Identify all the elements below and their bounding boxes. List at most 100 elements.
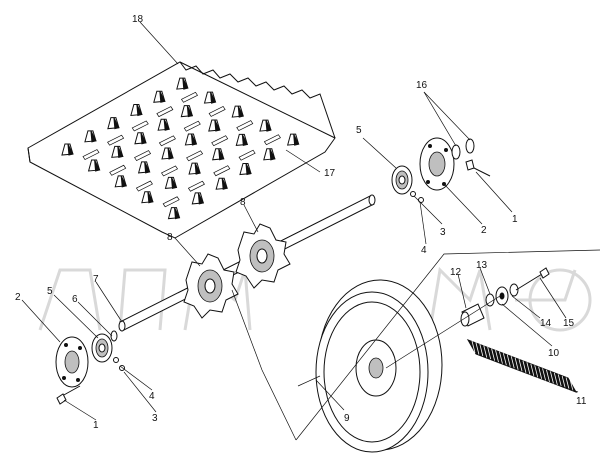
track-stud-shade — [265, 119, 272, 132]
belt-rib — [471, 340, 476, 354]
belt-rib — [487, 346, 492, 360]
belt-ribs — [471, 340, 574, 392]
axle-bolt — [515, 267, 550, 291]
track-slot — [208, 106, 226, 117]
track-slot — [180, 91, 199, 103]
left-fastener-bolt — [56, 385, 81, 405]
belt-rib — [479, 343, 484, 357]
belt-rib — [483, 345, 488, 358]
track-stud-shade — [159, 91, 166, 103]
belt-rib — [561, 375, 566, 389]
belt-rib — [569, 378, 574, 392]
callout-15: 15 — [563, 318, 575, 329]
callout-7: 7 — [93, 274, 99, 285]
belt-rib — [546, 369, 550, 382]
belt-rib — [506, 354, 511, 367]
track-stud-shade — [214, 119, 221, 132]
track-mat — [27, 61, 336, 239]
track-slot — [187, 180, 205, 192]
spacer-bushing — [460, 303, 485, 327]
right-bearing — [391, 165, 413, 195]
track-stud-shade — [173, 207, 181, 220]
right-washer-nut — [410, 191, 424, 203]
right-retainer-rings — [451, 138, 475, 160]
callout-3-right: 3 — [440, 227, 446, 238]
belt-rib — [538, 366, 543, 379]
callout-12: 12 — [450, 267, 462, 278]
callout-4-left: 4 — [149, 391, 155, 402]
belt-rib — [475, 342, 480, 355]
track-slot — [131, 120, 149, 132]
belt-rib — [550, 371, 554, 384]
callout-13: 13 — [476, 260, 488, 271]
track-slot — [211, 135, 229, 147]
callout-2-right: 2 — [481, 225, 487, 236]
track-stud-shade — [182, 77, 189, 90]
callout-labels: 18 17 16 5 1 2 3 4 8 8 7 6 5 2 4 3 1 13 … — [15, 14, 587, 431]
track-stud-shade — [221, 177, 228, 190]
driven-wheel — [297, 279, 443, 453]
track-slot — [156, 106, 174, 118]
track-slot — [135, 180, 153, 192]
left-flange-plate — [55, 336, 89, 388]
belt-rib — [514, 357, 519, 370]
belt-rib — [557, 374, 562, 387]
track-stud-shade — [140, 132, 147, 145]
leader-lines — [21, 21, 579, 421]
left-bearing — [91, 333, 113, 363]
callout-1-right: 1 — [512, 214, 518, 225]
belt-rib — [510, 356, 515, 369]
track-stud-shade — [197, 192, 205, 205]
track-stud-shade — [269, 148, 276, 161]
belt-rib — [495, 350, 499, 363]
drive-sprocket-right — [235, 223, 291, 289]
track-stud-shade — [194, 162, 201, 175]
track-slot — [107, 134, 125, 146]
callout-5-right: 5 — [356, 125, 362, 136]
right-flange-plate — [419, 137, 455, 191]
track-stud-shade — [113, 117, 120, 130]
belt-rib — [499, 351, 503, 364]
belt-rib — [565, 377, 570, 390]
callout-9: 9 — [344, 413, 350, 424]
callout-8-left: 8 — [167, 232, 173, 243]
track-slot — [238, 149, 256, 161]
callout-10: 10 — [548, 348, 560, 359]
track-stud-shade — [67, 143, 74, 156]
track-slot — [158, 135, 176, 147]
callout-5-left: 5 — [47, 286, 53, 297]
left-washer-nut — [113, 357, 125, 371]
track-stud-shade — [210, 91, 217, 104]
track-slot — [213, 165, 231, 177]
guide-lines — [231, 249, 601, 441]
callout-17: 17 — [324, 168, 336, 179]
callout-18: 18 — [132, 14, 144, 25]
belt-rib — [522, 360, 527, 373]
callout-11: 11 — [576, 396, 587, 407]
track-stud-shade — [136, 104, 143, 117]
track-stud-shade — [167, 147, 174, 160]
callout-1-left: 1 — [93, 420, 99, 431]
track-stud-shade — [147, 191, 154, 204]
callout-14: 14 — [540, 318, 552, 329]
track-stud-shade — [94, 159, 101, 172]
axle-spacer — [495, 286, 509, 306]
track-stud-shade — [170, 177, 178, 190]
belt-rib — [518, 359, 523, 372]
track-slots — [82, 91, 281, 208]
track-slot — [109, 164, 127, 176]
track-slot — [82, 149, 100, 160]
belt-rib — [491, 348, 495, 361]
track-slot — [263, 134, 281, 146]
belt-rib — [502, 353, 507, 366]
track-stud-shade — [186, 105, 194, 118]
track-slot — [134, 150, 152, 162]
right-fastener-bolt — [465, 159, 491, 177]
track-stud-shade — [245, 163, 252, 176]
belt-rib — [553, 372, 558, 386]
callout-6: 6 — [72, 294, 78, 305]
left-collar — [110, 330, 118, 342]
track-slot — [186, 150, 204, 162]
drive-belt-section — [466, 339, 578, 393]
